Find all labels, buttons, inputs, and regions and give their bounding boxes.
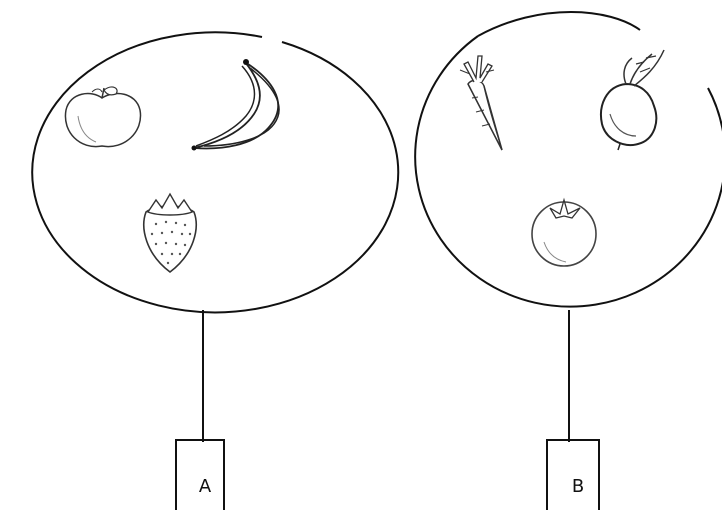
group-b: B: [415, 12, 722, 510]
group-a-circle: [32, 32, 398, 312]
group-a: A: [32, 32, 398, 510]
group-b-label-box: [547, 440, 599, 510]
banana-icon: [192, 59, 280, 151]
apple-icon: [65, 87, 140, 147]
group-b-circle-top: [478, 12, 640, 36]
group-a-label: A: [199, 476, 212, 497]
carrot-icon: [460, 56, 502, 150]
group-a-label-box: [176, 440, 224, 510]
tomato-icon: [532, 200, 596, 266]
group-b-label: B: [572, 476, 584, 497]
strawberry-icon: [144, 194, 196, 272]
onion-icon: [601, 50, 664, 150]
